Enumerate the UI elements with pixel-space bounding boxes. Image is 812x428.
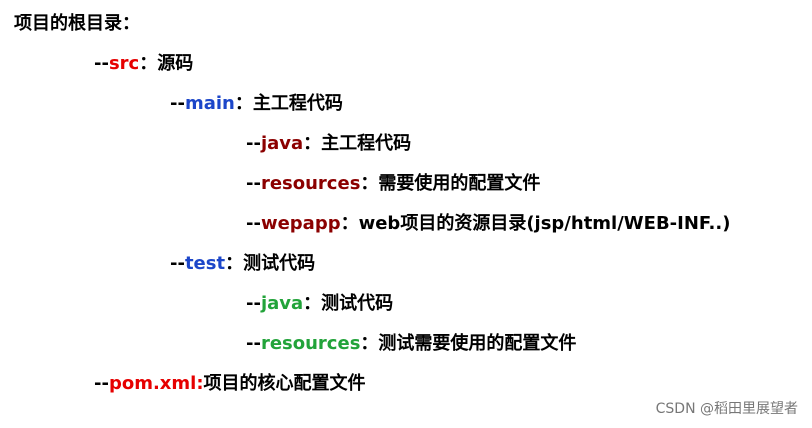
folder-name: java: [260, 133, 304, 154]
dash-prefix: --: [170, 253, 185, 274]
separator: ：: [225, 253, 244, 274]
dash-prefix: --: [246, 293, 261, 314]
csdn-watermark: CSDN @稻田里展望者: [655, 401, 798, 417]
folder-description: 需要使用的配置文件: [378, 173, 541, 194]
dash-prefix: --: [246, 133, 261, 154]
folder-description: 主工程代码: [252, 93, 343, 114]
folder-name: main: [184, 93, 235, 114]
separator: ：: [303, 133, 322, 154]
tree-line-main-java: --java：主工程代码: [246, 132, 411, 156]
dash-prefix: --: [246, 333, 261, 354]
dash-prefix: --: [94, 373, 109, 394]
folder-name: java: [260, 293, 304, 314]
folder-description: 测试代码: [243, 253, 316, 274]
tree-line-pom-xml: --pom.xml:项目的核心配置文件: [94, 372, 366, 396]
folder-name: resources: [260, 173, 361, 194]
root-title: 项目的根目录：: [14, 13, 140, 34]
file-description: 项目的核心配置文件: [203, 373, 366, 394]
folder-description: 测试代码: [321, 293, 394, 314]
tree-line-test: --test：测试代码: [170, 252, 315, 276]
tree-line-test-java: --java：测试代码: [246, 292, 393, 316]
tree-line-src: --src：源码: [94, 52, 193, 76]
separator: ：: [360, 173, 379, 194]
dash-prefix: --: [170, 93, 185, 114]
separator: ：: [139, 53, 158, 74]
dash-prefix: --: [246, 213, 261, 234]
folder-name: src: [108, 53, 140, 74]
separator: ：: [303, 293, 322, 314]
dash-prefix: --: [94, 53, 109, 74]
folder-name: resources: [260, 333, 361, 354]
separator: ：: [340, 213, 359, 234]
dash-prefix: --: [246, 173, 261, 194]
tree-line-main: --main：主工程代码: [170, 92, 343, 116]
folder-name: test: [184, 253, 226, 274]
folder-description: 主工程代码: [321, 133, 412, 154]
separator: ：: [360, 333, 379, 354]
tree-line-test-resources: --resources：测试需要使用的配置文件: [246, 332, 576, 356]
tree-line-main-resources: --resources：需要使用的配置文件: [246, 172, 540, 196]
separator: :: [196, 373, 204, 394]
folder-description: 测试需要使用的配置文件: [378, 333, 577, 354]
folder-description: 源码: [157, 53, 194, 74]
folder-name: wepapp: [260, 213, 341, 234]
file-name: pom.xml: [108, 373, 197, 394]
tree-line-main-wepapp: --wepapp：web项目的资源目录(jsp/html/WEB-INF..): [246, 212, 730, 236]
folder-description: web项目的资源目录(jsp/html/WEB-INF..): [358, 213, 731, 234]
separator: ：: [234, 93, 253, 114]
